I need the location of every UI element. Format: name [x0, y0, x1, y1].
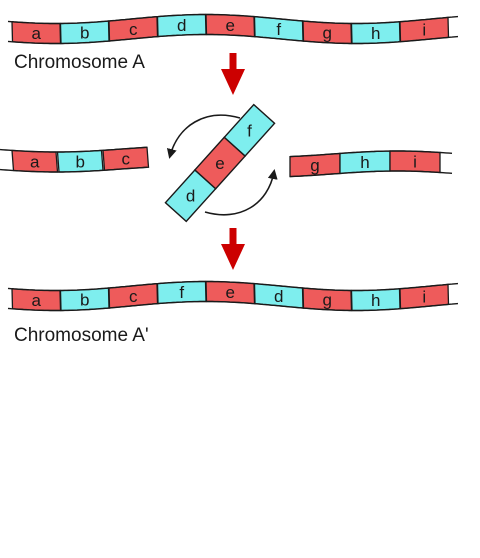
right-fragment-bottom-edge	[289, 170, 453, 178]
left-fragment-segment-label: b	[76, 153, 85, 172]
chromosome-a-segment-label: e	[226, 16, 235, 35]
left-fragment-bottom-edge	[0, 166, 148, 173]
chromosome-a-segment-label: g	[323, 24, 332, 43]
inverted-fragment-segment-label: e	[215, 154, 224, 173]
chromosome-a-segment-label: i	[422, 21, 426, 40]
right-fragment-segment-label: g	[310, 156, 319, 175]
broken-chromosome: a b c g h i d e f	[0, 103, 453, 223]
down-arrow-top-shaft	[229, 53, 237, 73]
chromosome-a-prime-bottom-edge	[7, 300, 459, 312]
chromosome-a-top-edge	[7, 13, 459, 25]
chromosome-a-prime-segment-label: g	[323, 291, 332, 310]
chromosome-a-prime-segment-label: h	[371, 291, 380, 310]
left-fragment-segment-label: c	[122, 150, 131, 169]
down-arrow-bottom-shaft	[229, 228, 237, 248]
process-arrows	[166, 53, 278, 270]
left-fragment-segment-label: a	[30, 153, 40, 172]
chromosome-a-segment-label: a	[32, 24, 42, 43]
chromosome-a: a b c d e f g h i	[7, 13, 459, 45]
chromosome-a-prime-segment-label: c	[129, 287, 138, 306]
right-fragment-segment-label: i	[413, 152, 417, 171]
right-fragment-segment-label: h	[360, 153, 369, 172]
down-arrow-bottom-head	[221, 244, 245, 270]
chromosome-a-segment-label: f	[276, 20, 281, 39]
chromosome-a-prime-segment-label: f	[179, 283, 184, 302]
inverted-fragment-segment-label: d	[186, 187, 195, 206]
chromosome-a-bottom-edge	[7, 33, 459, 45]
chromosome-a-segment-label: d	[177, 16, 186, 35]
rotation-arrow-upper-icon	[166, 114, 241, 159]
chromosome-a-prime-label: Chromosome A'	[14, 325, 149, 346]
chromosome-a-segment-label: b	[80, 24, 89, 43]
chromosome-a-segment-label: h	[371, 24, 380, 43]
inverted-fragment-segment-label: f	[247, 121, 252, 140]
chromosome-a-segment-label: c	[129, 20, 138, 39]
chromosome-a-label: Chromosome A	[14, 52, 145, 73]
chromosome-a-prime-segment-label: e	[226, 283, 235, 302]
right-fragment-top-edge	[289, 150, 453, 158]
chromosome-a-prime-segment-label: a	[32, 291, 42, 310]
left-fragment-top-edge	[0, 146, 148, 153]
chromosome-a-prime-segment-label: i	[422, 288, 426, 307]
inverted-fragment: d e f	[164, 103, 276, 223]
chromosome-a-prime-top-edge	[7, 280, 459, 292]
chromosome-a-prime-segment-label: b	[80, 291, 89, 310]
inverted-fragment-segment-f	[223, 103, 276, 158]
rotation-arrow-lower-icon	[204, 169, 278, 216]
down-arrow-top-head	[221, 69, 245, 95]
chromosome-a-prime-segment-label: d	[274, 287, 283, 306]
